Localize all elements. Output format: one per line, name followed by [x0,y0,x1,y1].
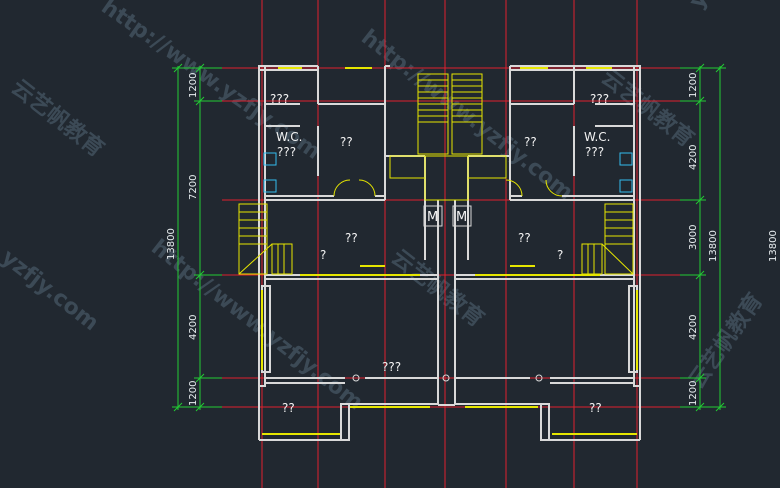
room-label-bedroom-left: ?? [340,135,353,149]
wc-right-name: ??? [585,145,604,159]
wc-right-title: W.C. [584,130,611,144]
walls [258,65,641,441]
watermark-layer: http://www.yzfjy.com http://www.yzfjy.co… [0,0,771,416]
dimension-lines [172,63,726,412]
fixtures [263,152,633,382]
dim-left-total: 13800 [166,228,177,260]
meter-label-left: M [427,210,438,225]
room-label-hall-left-small: ? [320,248,326,262]
stairs [238,73,634,275]
windows [261,67,638,435]
wc-left-title: W.C. [276,130,303,144]
room-label-top-left: ??? [270,92,289,106]
watermark-url-2: http://www.yzfjy.com [356,25,577,206]
room-label-hall-right-small: ? [557,248,563,262]
dim-left-4: 1200 [188,381,199,406]
dim-left-2: 7200 [188,175,199,200]
dim-left-3: 4200 [188,315,199,340]
meter-label-right: M [456,210,467,225]
dim-right-3: 3000 [688,225,699,250]
dim-right-5: 1200 [688,381,699,406]
dim-far-right-total: 13800 [768,230,779,262]
watermark-brand-1: 云艺帆教育 [6,74,109,162]
watermark-brand-2: 云艺帆教育 [596,64,699,152]
watermark-url-3: yzfjy.com [0,245,103,336]
room-labels: ??? W.C. ??? ?? ?? ? ??? ?? ??? W.C. ???… [270,92,611,415]
dim-right-total: 13800 [708,230,719,262]
room-label-living: ??? [382,360,401,374]
wc-left-name: ??? [277,145,296,159]
room-label-top-right: ??? [590,92,609,106]
room-label-hall-right: ?? [518,231,531,245]
dim-left-1: 1200 [188,73,199,98]
meter-boxes: M M [423,205,472,227]
dimension-texts: 1200 7200 4200 1200 13800 1200 4200 3000… [166,73,779,406]
room-label-bedroom-right: ?? [524,135,537,149]
watermark-url-4: yzfjy.com [684,0,771,13]
dim-right-1: 1200 [688,73,699,98]
dim-right-2: 4200 [688,145,699,170]
dim-right-4: 4200 [688,315,699,340]
watermark-url-5: http://www.yzfjy.com [146,235,367,416]
room-label-hall-left: ?? [345,231,358,245]
room-label-balcony-left: ?? [282,401,295,415]
room-label-balcony-right: ?? [589,401,602,415]
